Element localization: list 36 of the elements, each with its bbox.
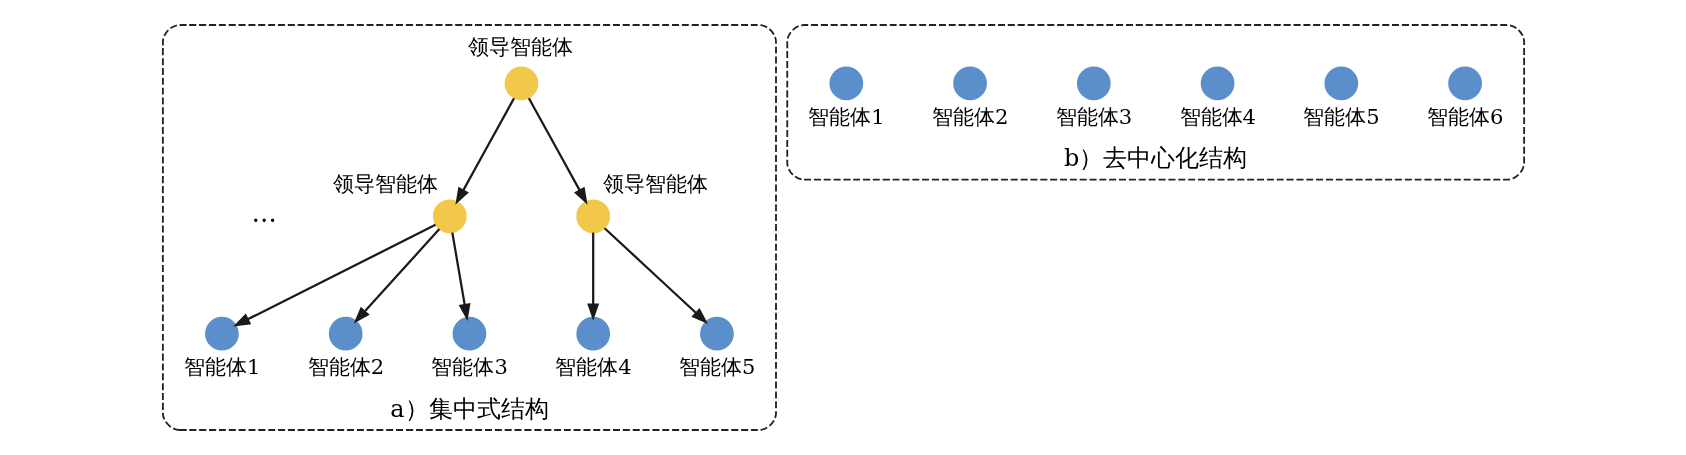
arrow	[454, 97, 515, 205]
label: …	[250, 199, 277, 229]
arrow	[232, 223, 436, 327]
node-circle	[1447, 66, 1482, 101]
node-circle	[328, 316, 363, 351]
node-circle	[1076, 66, 1111, 101]
node-circle	[1200, 66, 1234, 101]
node-label: 智能体5	[1302, 104, 1380, 130]
node-label: 智能体3	[430, 354, 508, 380]
node-circle	[575, 316, 610, 351]
node-label: 智能体3	[1055, 104, 1132, 130]
node-label: 智能体4	[554, 354, 632, 380]
node-circle	[452, 316, 486, 351]
node-circle	[828, 66, 863, 101]
node-label: 领导智能体	[602, 170, 708, 196]
node-circle	[432, 199, 467, 234]
node-label: 智能体4	[1179, 104, 1256, 130]
arrow	[586, 232, 599, 321]
arrow	[353, 228, 440, 324]
node-label: 领导智能体	[332, 170, 438, 196]
arrow	[450, 232, 470, 321]
arrow	[603, 227, 708, 325]
node-label: 智能体1	[807, 104, 885, 130]
node-circle	[1323, 66, 1358, 101]
node-label: 智能体2	[931, 104, 1009, 130]
node-label: 智能体6	[1426, 104, 1504, 130]
node-circle	[699, 316, 734, 351]
node-label: 智能体5	[678, 354, 755, 380]
node-circle	[952, 66, 987, 101]
arrow	[527, 97, 588, 205]
node-label: 智能体1	[183, 354, 260, 380]
node-label: 智能体2	[307, 354, 384, 380]
node-circle	[575, 199, 610, 234]
node-label: 领导智能体	[467, 33, 573, 59]
node-circle	[204, 316, 239, 351]
node-circle	[504, 66, 538, 101]
